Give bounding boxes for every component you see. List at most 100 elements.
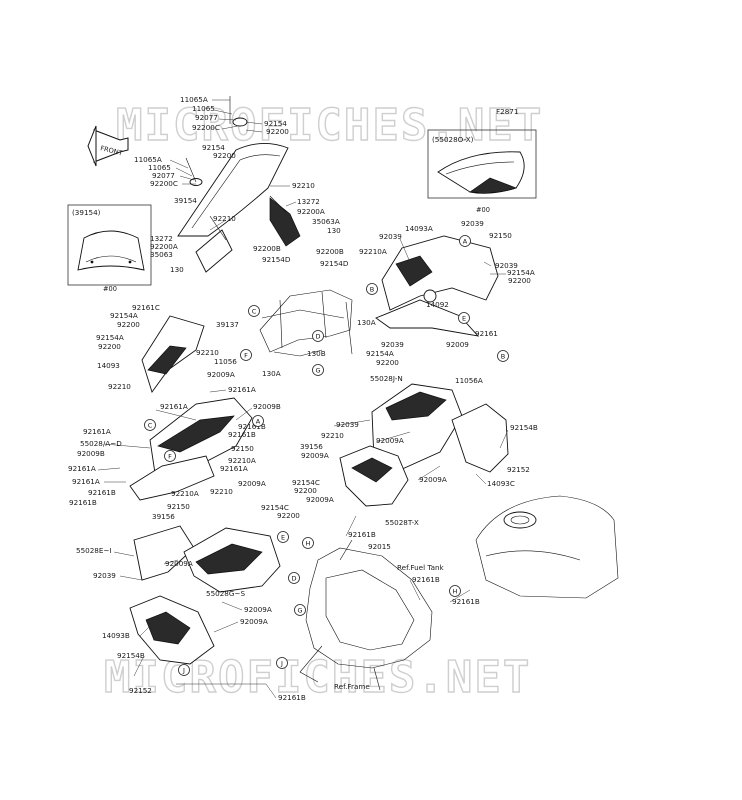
part-number-label: 92161A bbox=[220, 464, 248, 473]
part-number-label: 92154B bbox=[117, 651, 145, 660]
part-number-label: 39156 bbox=[152, 512, 175, 521]
callout-circle bbox=[240, 349, 252, 361]
callout-letter: G bbox=[297, 606, 302, 614]
part-number-label: 11065 bbox=[192, 104, 215, 113]
callout-letter: E bbox=[462, 314, 466, 322]
part-number-label: 92200 bbox=[277, 511, 300, 520]
part-number-label: 92210 bbox=[210, 487, 233, 496]
callout-marker: G bbox=[294, 604, 306, 616]
callout-marker: B bbox=[366, 283, 378, 295]
part-number-label: 130 bbox=[170, 265, 184, 274]
callout-marker: H bbox=[302, 537, 314, 549]
part-number-label: 92200 bbox=[213, 151, 236, 160]
part-number-label: 55028/A~D bbox=[80, 439, 122, 448]
part-number-label: 92161B bbox=[452, 597, 480, 606]
leader-lines bbox=[97, 99, 509, 699]
part-number-label: 92015 bbox=[368, 542, 391, 551]
part-number-label: 92210 bbox=[213, 214, 236, 223]
part-number-label: 14093 bbox=[97, 361, 120, 370]
part-number-label: 130A bbox=[262, 369, 281, 378]
upper-cowl-right bbox=[339, 383, 509, 507]
inset-windshield-note: #00 bbox=[103, 285, 117, 293]
part-number-label: 39154 bbox=[174, 196, 197, 205]
watermark-top: MICROFICHES.NET bbox=[116, 100, 543, 151]
callout-marker: A bbox=[252, 415, 264, 427]
diagram-code: F2871 bbox=[496, 107, 518, 116]
inset-windshield: (39154) #00 bbox=[67, 204, 152, 293]
part-number-label: 92161 bbox=[475, 329, 498, 338]
part-number-label: 14093A bbox=[405, 224, 433, 233]
part-number-label: 92161A bbox=[83, 427, 111, 436]
part-number-label: 14093B bbox=[102, 631, 130, 640]
part-number-label: 92009A bbox=[244, 605, 272, 614]
part-number-label: 92200 bbox=[98, 342, 121, 351]
part-number-label: 55028T-X bbox=[385, 518, 419, 527]
part-number-label: 92200C bbox=[192, 123, 220, 132]
part-number-label: 14092 bbox=[426, 300, 449, 309]
part-number-label: 92200A bbox=[150, 242, 178, 251]
part-number-label: 92009A bbox=[238, 479, 266, 488]
part-number-label: 11065 bbox=[148, 163, 171, 172]
part-number-label: 92200B bbox=[253, 244, 281, 253]
callout-circle bbox=[252, 415, 264, 427]
part-number-label: 92210A bbox=[359, 247, 387, 256]
part-number-label: 11065A bbox=[180, 95, 208, 104]
part-number-label: 92154 bbox=[202, 143, 225, 152]
part-number-label: 13272 bbox=[150, 234, 173, 243]
part-number-label: 92077 bbox=[195, 113, 218, 122]
callout-letter: G bbox=[315, 366, 320, 374]
part-number-label: 92039 bbox=[461, 219, 484, 228]
callout-circle bbox=[144, 419, 156, 431]
part-number-label: 92161B bbox=[69, 498, 97, 507]
callout-circle bbox=[277, 531, 289, 543]
front-arrow-icon: FRONT bbox=[87, 125, 129, 167]
callout-circle bbox=[497, 350, 509, 362]
callout-letter: D bbox=[315, 332, 320, 340]
part-number-label: 92161B bbox=[238, 422, 266, 431]
part-number-label: 92009A bbox=[376, 436, 404, 445]
fuel-tank-reference bbox=[475, 495, 619, 599]
part-number-label: 55028J-N bbox=[370, 374, 403, 383]
callout-marker: F bbox=[240, 349, 252, 361]
callout-letter: B bbox=[501, 352, 505, 360]
part-number-label: 92210 bbox=[292, 181, 315, 190]
part-number-label: 92154D bbox=[262, 255, 291, 264]
callout-marker: H bbox=[449, 585, 461, 597]
callout-letter: E bbox=[281, 533, 285, 541]
callout-letter: C bbox=[148, 421, 153, 429]
part-number-label: 92154 bbox=[264, 119, 287, 128]
callout-circle bbox=[276, 657, 288, 669]
part-number-label: 92154A bbox=[366, 349, 394, 358]
ref-fuel-tank-label: Ref.Fuel Tank bbox=[397, 563, 445, 572]
inset-cowl: (55028O-X) #00 bbox=[427, 129, 537, 214]
callout-marker: F bbox=[164, 450, 176, 462]
callout-circle bbox=[459, 235, 471, 247]
callout-circle bbox=[366, 283, 378, 295]
part-number-label: 92200 bbox=[266, 127, 289, 136]
part-number-label: 92039 bbox=[381, 340, 404, 349]
callout-letter: H bbox=[453, 587, 458, 595]
part-number-label: 92200 bbox=[117, 320, 140, 329]
part-number-label: 92161B bbox=[412, 575, 440, 584]
part-number-label: 92039 bbox=[336, 420, 359, 429]
callout-marker: B bbox=[497, 350, 509, 362]
part-number-label: 92150 bbox=[167, 502, 190, 511]
part-number-label: 130 bbox=[327, 226, 341, 235]
callout-circle bbox=[458, 312, 470, 324]
part-number-label: 92161A bbox=[228, 385, 256, 394]
part-number-label: 92154A bbox=[507, 268, 535, 277]
part-number-label: 92009B bbox=[77, 449, 105, 458]
callout-letter: A bbox=[463, 237, 468, 245]
callout-circle bbox=[248, 305, 260, 317]
callout-letter: F bbox=[244, 351, 248, 359]
part-number-label: 92152 bbox=[129, 686, 152, 695]
part-number-label: 39156 bbox=[300, 442, 323, 451]
callout-marker: E bbox=[277, 531, 289, 543]
part-number-label: 92154D bbox=[320, 259, 349, 268]
callout-letter: C bbox=[252, 307, 257, 315]
part-number-label: 92039 bbox=[495, 261, 518, 270]
part-number-label: 92161B bbox=[88, 488, 116, 497]
inner-panel bbox=[375, 235, 499, 337]
